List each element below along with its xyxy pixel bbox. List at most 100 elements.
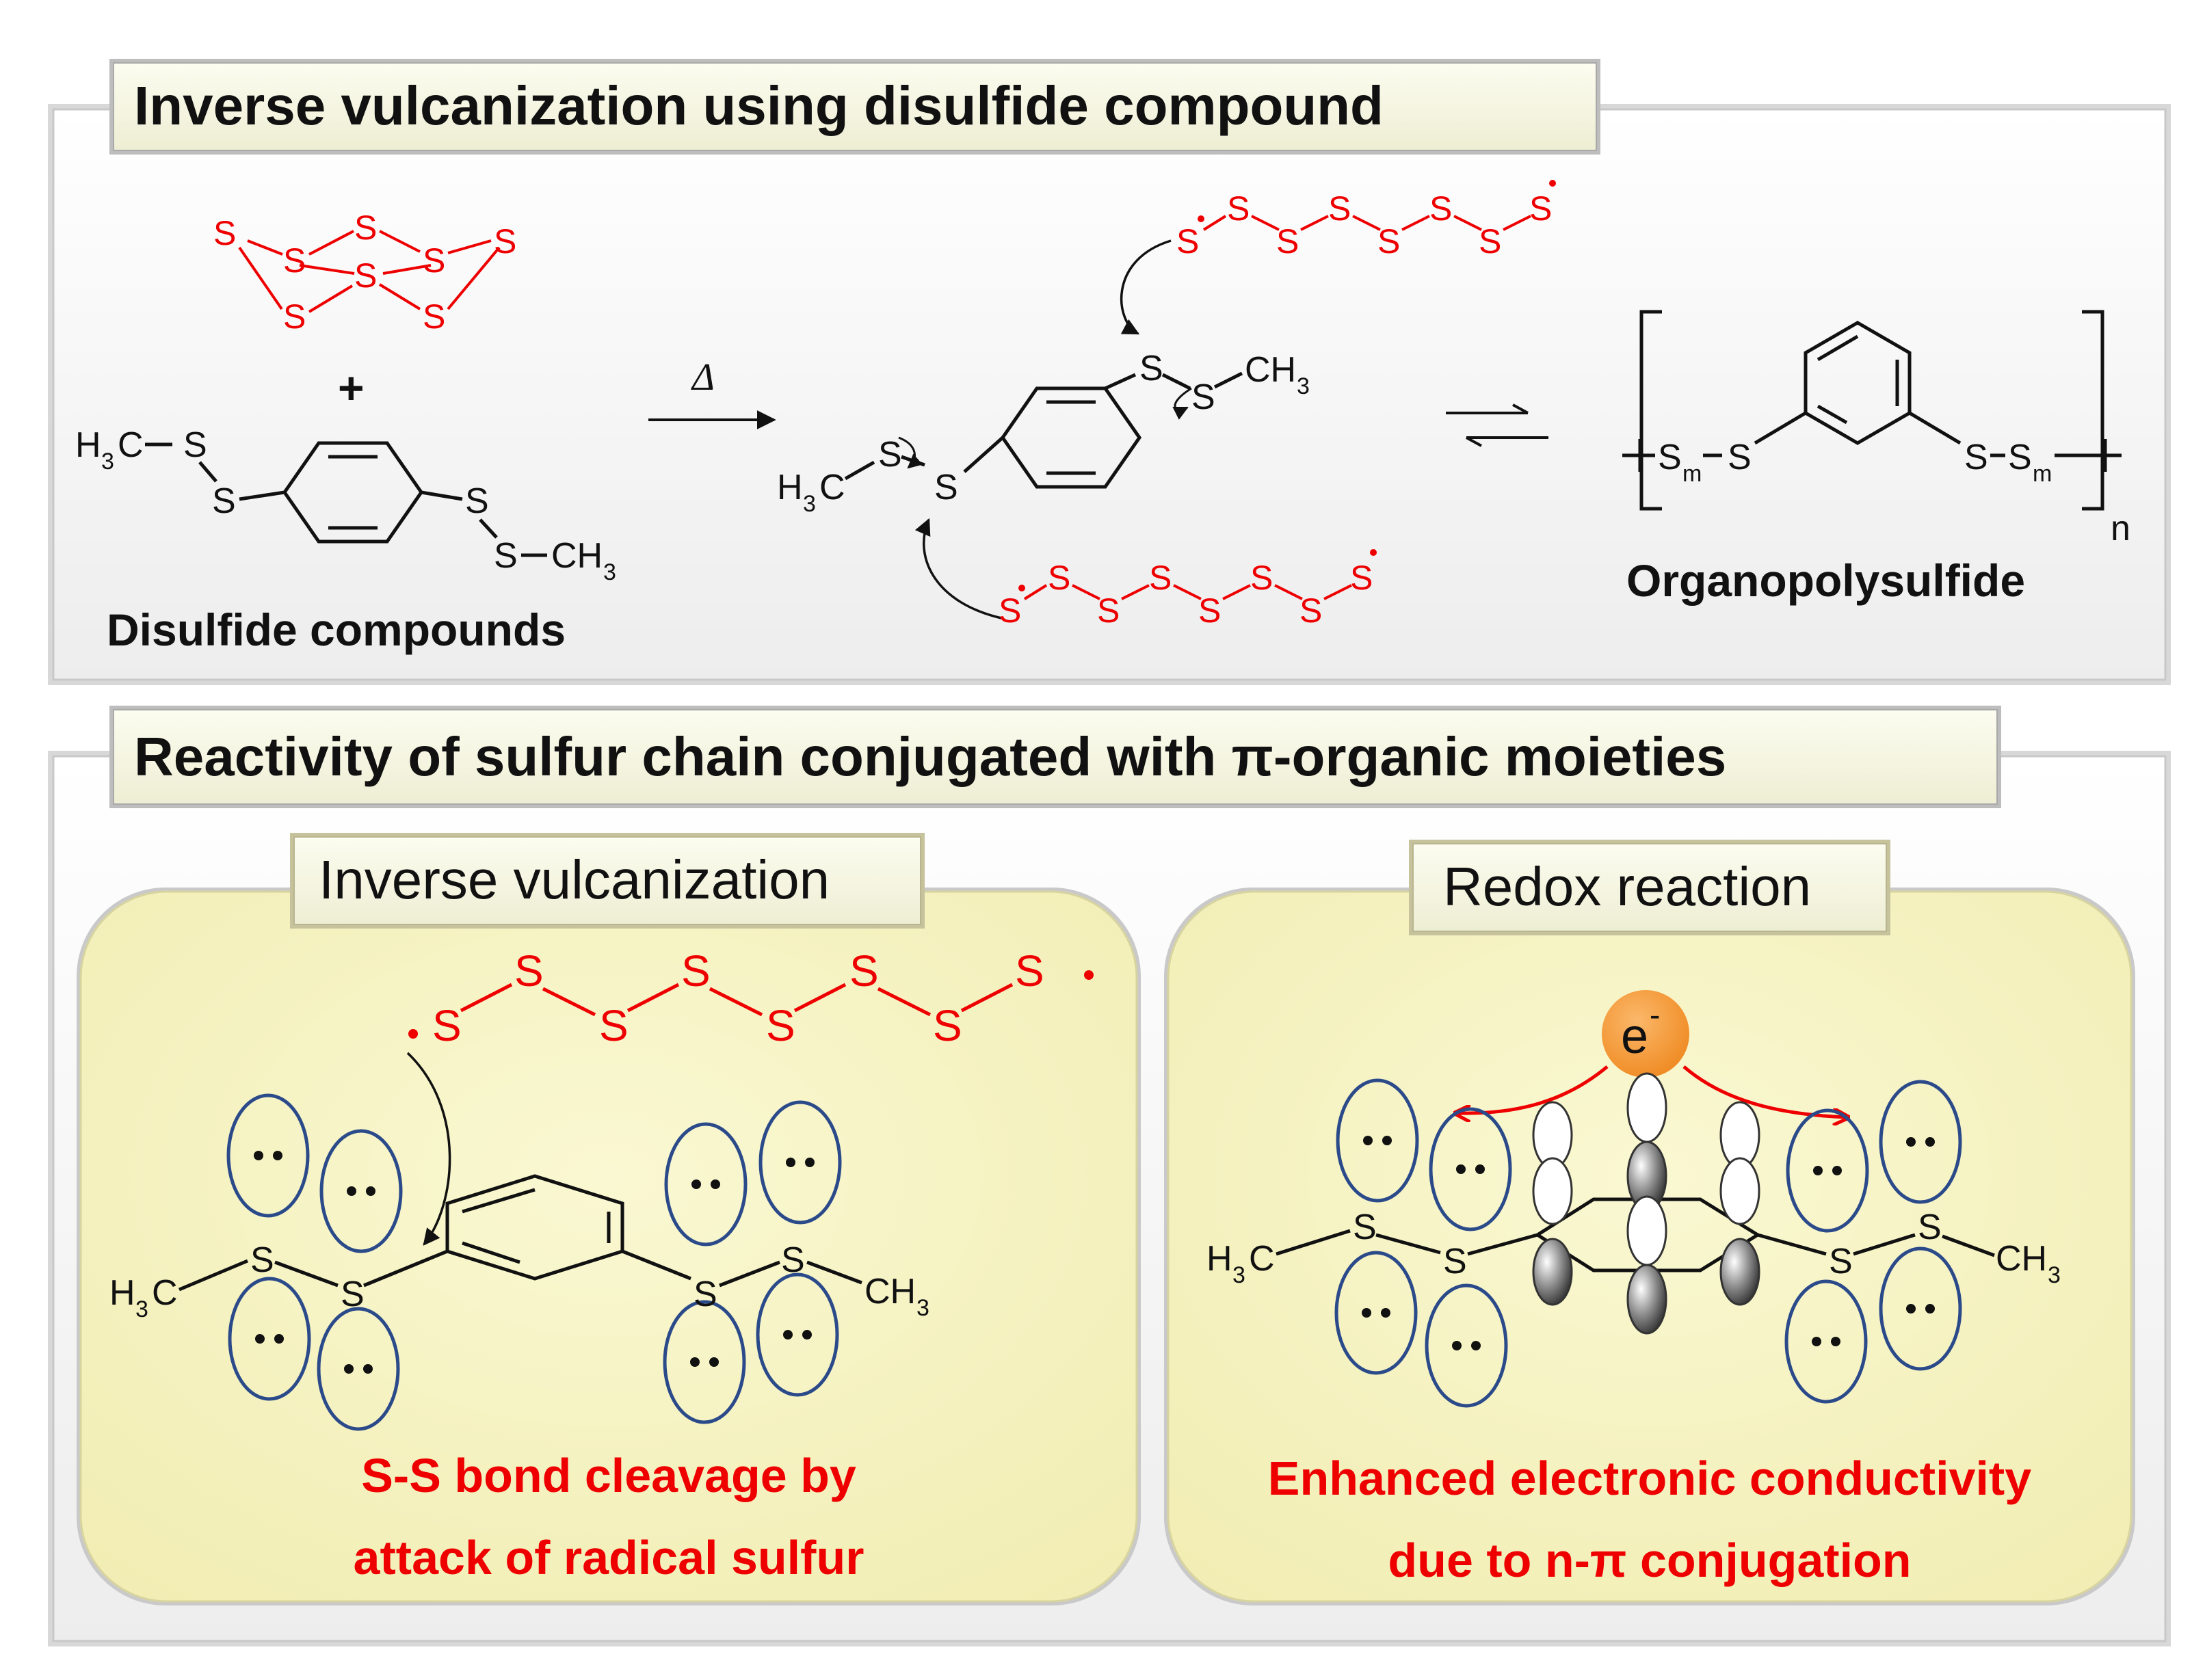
svg-text:S: S xyxy=(1299,591,1322,630)
svg-text:S: S xyxy=(514,946,544,996)
svg-text:S: S xyxy=(934,468,958,507)
svg-text:S: S xyxy=(849,946,879,996)
svg-text:C: C xyxy=(819,468,845,507)
svg-text:S: S xyxy=(1350,559,1373,597)
svg-text:CH: CH xyxy=(1996,1239,2047,1279)
svg-text:S: S xyxy=(1015,946,1044,996)
svg-text:H: H xyxy=(75,425,101,465)
top-panel: Inverse vulcanization using disulfide co… xyxy=(48,59,2171,685)
right-caption-line1: Enhanced electronic conductivity xyxy=(1268,1452,2031,1505)
svg-text:S: S xyxy=(1250,559,1273,597)
svg-text:S: S xyxy=(1728,438,1752,477)
svg-text:C: C xyxy=(118,425,144,465)
svg-text:H: H xyxy=(1206,1239,1232,1279)
svg-text:S: S xyxy=(694,1275,717,1314)
svg-text:S: S xyxy=(1353,1208,1377,1247)
svg-text:3: 3 xyxy=(1297,373,1310,399)
svg-text:S: S xyxy=(999,591,1021,630)
organopolysulfide-label: Organopolysulfide xyxy=(1626,555,2025,606)
s8-ring: S S S S S S S S xyxy=(213,209,516,336)
svg-text:S: S xyxy=(1176,222,1199,261)
svg-text:S: S xyxy=(283,297,306,336)
inverse-vulcanization-tag: Inverse vulcanization xyxy=(319,849,830,910)
svg-text:S: S xyxy=(494,222,516,261)
svg-text:S: S xyxy=(1918,1208,1942,1247)
svg-text:3: 3 xyxy=(2048,1262,2061,1288)
bottom-panel: Reactivity of sulfur chain conjugated wi… xyxy=(48,706,2171,1646)
top-panel-title: Inverse vulcanization using disulfide co… xyxy=(134,75,1384,136)
svg-text:S: S xyxy=(766,1001,795,1050)
svg-text:S: S xyxy=(1198,591,1221,630)
redox-reaction-tag: Redox reaction xyxy=(1443,856,1811,917)
svg-text:C: C xyxy=(1249,1239,1275,1279)
left-caption-line1: S-S bond cleavage by xyxy=(361,1449,856,1502)
heat-symbol: Δ xyxy=(691,356,715,399)
svg-text:S: S xyxy=(933,1001,962,1050)
svg-text:S: S xyxy=(1048,559,1070,597)
svg-text:S: S xyxy=(1191,377,1215,417)
svg-text:S: S xyxy=(1829,1242,1853,1281)
redox-reaction-box: Redox reaction e - H 3 C S xyxy=(1164,840,2135,1605)
svg-text:S: S xyxy=(250,1240,274,1280)
svg-text:S: S xyxy=(681,946,711,996)
equilibrium-arrows xyxy=(1446,403,1548,447)
electron-symbol: e xyxy=(1621,1009,1648,1064)
svg-text:m: m xyxy=(2033,461,2052,487)
svg-text:3: 3 xyxy=(603,559,616,585)
svg-text:S: S xyxy=(212,481,236,521)
svg-text:S: S xyxy=(423,241,445,280)
svg-text:S: S xyxy=(494,536,518,576)
electron-charge: - xyxy=(1650,997,1660,1032)
disulfide-structure: H 3 C S S S S CH 3 xyxy=(75,425,616,585)
svg-text:S: S xyxy=(354,209,377,247)
svg-text:S: S xyxy=(465,481,489,521)
left-caption-line2: attack of radical sulfur xyxy=(354,1531,864,1584)
svg-text:C: C xyxy=(152,1273,178,1313)
svg-text:S: S xyxy=(213,214,236,252)
svg-text:m: m xyxy=(1682,461,1702,487)
svg-text:S: S xyxy=(283,241,306,280)
svg-text:S: S xyxy=(781,1240,805,1280)
lone-pair-orbitals-right xyxy=(1334,1078,1962,1408)
svg-text:3: 3 xyxy=(135,1296,148,1322)
svg-text:S: S xyxy=(423,297,445,336)
svg-text:S: S xyxy=(1529,189,1552,228)
intermediate-structure: S S S S S S S S S S xyxy=(777,180,1556,630)
svg-text:S: S xyxy=(1328,189,1351,228)
bottom-panel-title: Reactivity of sulfur chain conjugated wi… xyxy=(134,726,1726,787)
svg-text:S: S xyxy=(1429,189,1452,228)
svg-text:CH: CH xyxy=(864,1272,916,1311)
svg-text:CH: CH xyxy=(551,536,603,576)
svg-text:n: n xyxy=(2111,509,2130,548)
svg-text:S: S xyxy=(183,425,207,465)
svg-text:S: S xyxy=(1097,591,1120,630)
svg-text:S: S xyxy=(1964,438,1988,477)
p-orbitals xyxy=(1532,1072,1760,1335)
svg-text:S: S xyxy=(1443,1242,1467,1281)
svg-text:H: H xyxy=(777,468,803,507)
svg-text:S: S xyxy=(878,435,902,475)
svg-text:S: S xyxy=(1658,438,1682,477)
right-caption-line2: due to n-π conjugation xyxy=(1388,1534,1911,1587)
svg-text:S: S xyxy=(354,256,377,295)
svg-text:S: S xyxy=(432,1001,462,1050)
svg-text:3: 3 xyxy=(803,491,816,517)
svg-text:S: S xyxy=(1139,349,1163,388)
organopolysulfide-structure: n S m S S S m xyxy=(1622,310,2130,548)
svg-text:S: S xyxy=(1276,222,1299,261)
svg-text:S: S xyxy=(1149,559,1172,597)
svg-text:S: S xyxy=(1377,222,1400,261)
svg-text:3: 3 xyxy=(916,1295,929,1321)
disulfide-label: Disulfide compounds xyxy=(107,604,566,655)
svg-text:S: S xyxy=(1227,189,1250,228)
svg-text:S: S xyxy=(1479,222,1501,261)
inverse-vulcanization-box: Inverse vulcanization S S S S S S S S xyxy=(77,833,1141,1605)
svg-text:3: 3 xyxy=(1232,1262,1245,1288)
plus-sign: + xyxy=(338,362,365,413)
electron-icon xyxy=(1602,990,1689,1078)
svg-text:S: S xyxy=(2008,438,2032,477)
svg-text:H: H xyxy=(109,1273,135,1313)
svg-text:3: 3 xyxy=(101,449,114,475)
svg-text:CH: CH xyxy=(1245,350,1296,390)
